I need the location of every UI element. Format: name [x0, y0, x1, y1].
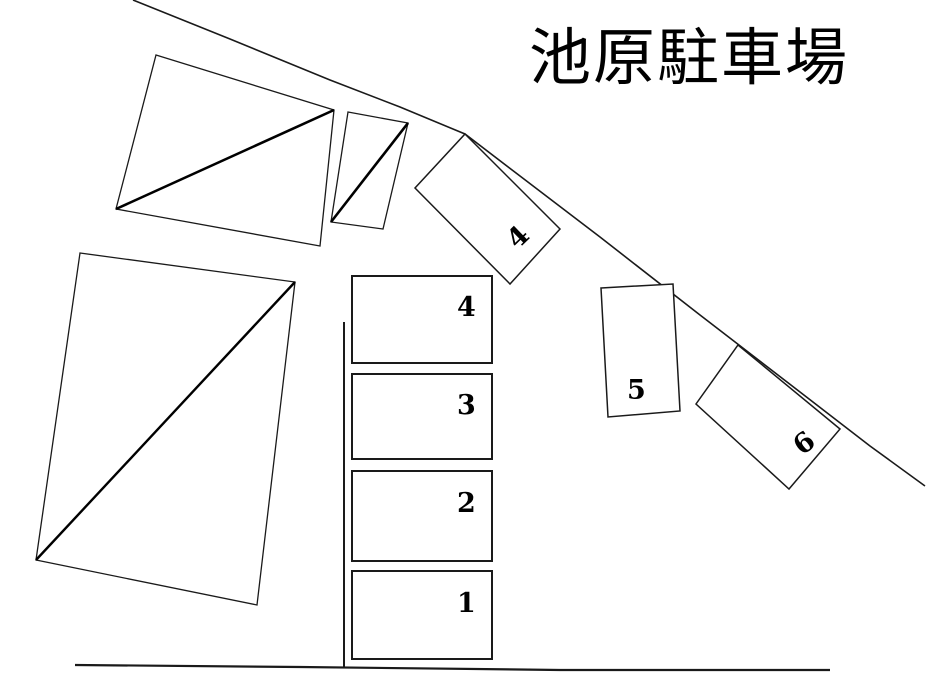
stall-4-center-outline[interactable]: [351, 275, 493, 364]
stall-3-outline[interactable]: [351, 373, 493, 460]
stall-label-2: 2: [457, 488, 476, 519]
building-large-left-diagonal: [35, 281, 296, 561]
road-diagonal-boundary: [132, 0, 926, 487]
stall-label-3: 3: [457, 390, 476, 421]
stall-label-4-center: 4: [457, 292, 476, 323]
stall-label-5: 5: [627, 375, 646, 406]
building-large-left: [35, 252, 296, 606]
stall-6-outline[interactable]: [695, 343, 842, 491]
building-upper-left: [115, 54, 335, 247]
building-upper-mid-diagonal: [329, 122, 410, 223]
stall-4-upper-outline[interactable]: [413, 132, 562, 286]
road-layer: [74, 0, 926, 672]
building-upper-left-diagonal: [115, 108, 335, 211]
stall-2-outline[interactable]: [351, 470, 493, 562]
stall-5-outline[interactable]: [600, 283, 681, 418]
building-layer: [35, 54, 410, 606]
road-bottom: [74, 663, 830, 672]
stall-layer: [351, 132, 842, 660]
stall-1-outline[interactable]: [351, 570, 493, 660]
page-title: 池原駐車場: [529, 21, 850, 94]
stall-label-1: 1: [457, 588, 476, 619]
